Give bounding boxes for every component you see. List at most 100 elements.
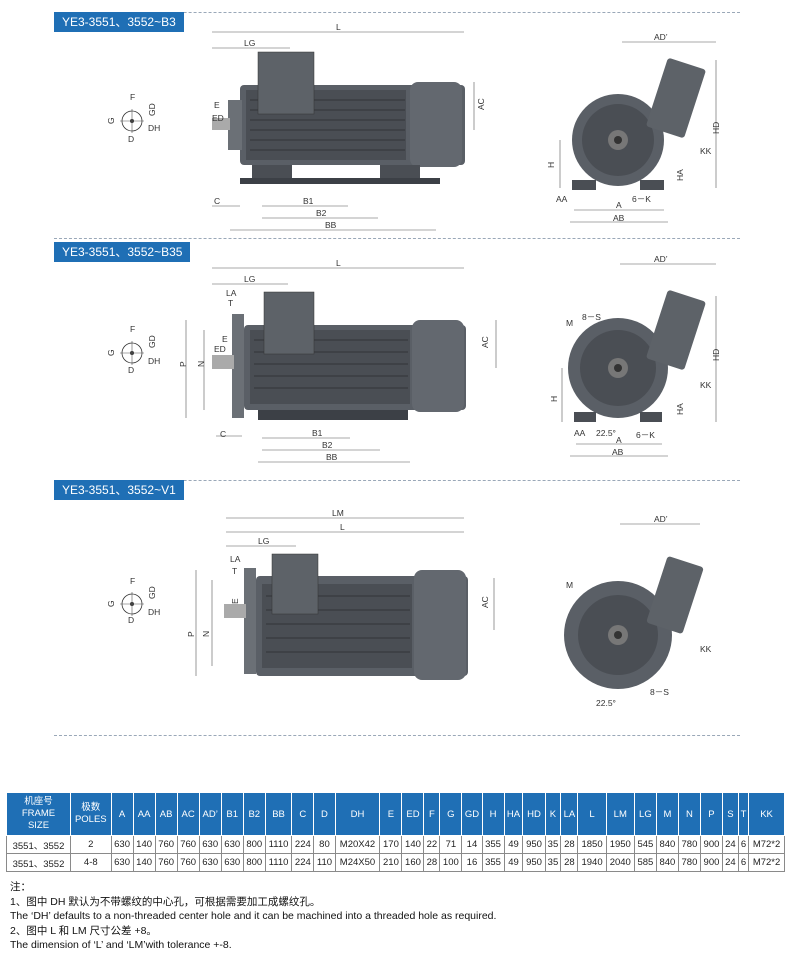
cell-value: 630: [110, 853, 134, 872]
dim-C: C: [220, 429, 226, 439]
dim-B1: B1: [303, 196, 314, 206]
shaft-section-icon: F GD G DH D: [106, 324, 160, 375]
header-25: N: [677, 792, 701, 836]
dim-E: E: [214, 100, 220, 110]
cell-value: 1850: [577, 835, 607, 854]
separator: [54, 480, 740, 481]
cell-value: 100: [439, 853, 463, 872]
dim-G: G: [106, 600, 116, 607]
cell-value: 49: [503, 835, 524, 854]
cell-value: M24X50: [334, 853, 381, 872]
header-20: LA: [560, 792, 579, 836]
dim-AC: AC: [480, 336, 490, 348]
dim-H: H: [549, 396, 559, 402]
header-7: BB: [264, 792, 293, 836]
cell-poles: 2: [70, 835, 112, 854]
cell-value: 28: [560, 853, 579, 872]
cell-frame: 3551、3552: [5, 853, 72, 872]
b3-drawing: F GD G DH D L LG E ED C B1 B2 BB AC: [106, 22, 721, 231]
dim-AA: AA: [556, 194, 568, 204]
dim-HA: HA: [675, 169, 685, 181]
dim-ED: ED: [214, 344, 226, 354]
dim-ADp: AD’: [654, 254, 668, 264]
header-17: HA: [503, 792, 524, 836]
cell-value: 140: [401, 835, 425, 854]
note-2-en: The dimension of ‘L’ and ‘LM’with tolera…: [10, 939, 232, 952]
cell-value: 900: [699, 835, 723, 854]
dim-LM: LM: [332, 508, 344, 518]
dim-LG: LG: [244, 38, 255, 48]
note-1-en: The ‘DH’ defaults to a non-threaded cent…: [10, 910, 497, 923]
cell-value: 80: [313, 835, 336, 854]
dim-T: T: [232, 566, 237, 576]
cell-value: 840: [655, 835, 679, 854]
dim-AA: AA: [574, 428, 586, 438]
dim-C: C: [214, 196, 220, 206]
dim-P: P: [186, 631, 196, 637]
dim-AC: AC: [476, 98, 486, 110]
cell-value: 355: [481, 853, 505, 872]
dim-ADp: AD’: [654, 514, 668, 524]
dim-D: D: [128, 615, 134, 625]
header-5: B1: [220, 792, 244, 836]
dim-ADp: AD’: [654, 32, 668, 42]
header-0: A: [110, 792, 134, 836]
cell-value: 49: [503, 853, 524, 872]
dim-DH: DH: [148, 356, 160, 366]
dim-KK: KK: [700, 644, 712, 654]
cell-value: 950: [522, 835, 546, 854]
cell-value: 780: [677, 853, 701, 872]
cell-value: 630: [198, 835, 222, 854]
cell-value: 71: [439, 835, 463, 854]
dim-HA: HA: [675, 403, 685, 415]
cell-value: 28: [560, 835, 579, 854]
cell-value: 2040: [605, 853, 635, 872]
dim-F: F: [130, 92, 135, 102]
header-10: DH: [334, 792, 381, 836]
dim-A: A: [616, 435, 622, 445]
dim-DH: DH: [148, 607, 160, 617]
dim-HD: HD: [711, 349, 721, 361]
dim-L: L: [336, 258, 341, 268]
cell-value: 545: [633, 835, 657, 854]
cell-value: 760: [176, 835, 200, 854]
dim-A: A: [616, 200, 622, 210]
header-4: AD’: [198, 792, 222, 836]
dim-S: 8－S: [582, 312, 601, 322]
dim-F: F: [130, 324, 135, 334]
header-12: ED: [401, 792, 425, 836]
dim-BB: BB: [326, 452, 338, 462]
separator: [54, 238, 740, 239]
dim-D: D: [128, 134, 134, 144]
header-29: KK: [748, 792, 785, 836]
header-23: LG: [633, 792, 657, 836]
motor-side-view: [224, 553, 468, 680]
section-tag-v1: YE3-3551、3552~V1: [54, 480, 184, 500]
dim-angle: 22.5°: [596, 428, 616, 438]
notes-title: 注：: [10, 881, 31, 893]
dim-KK: KK: [700, 380, 712, 390]
header-19: K: [544, 792, 562, 836]
dim-G: G: [106, 117, 116, 124]
dim-N: N: [201, 631, 211, 637]
cell-value: M72*2: [748, 853, 785, 872]
header-8: C: [291, 792, 315, 836]
cell-value: 140: [132, 835, 156, 854]
cell-value: 630: [220, 835, 244, 854]
cell-value: 585: [633, 853, 657, 872]
motor-front-view: [568, 290, 706, 422]
cell-value: 110: [313, 853, 336, 872]
v1-drawing: F GD G DH D LM L LG LA T E P N AC AD’: [106, 508, 712, 708]
dim-LA: LA: [230, 554, 241, 564]
header-22: LM: [605, 792, 635, 836]
header-27: S: [721, 792, 739, 836]
b35-drawing: F GD G DH D L LG LA T E ED P N C B1 B2 B…: [106, 254, 721, 463]
header-16: H: [481, 792, 505, 836]
cell-value: 28: [423, 853, 441, 872]
header-21: L: [577, 792, 607, 836]
dim-D: D: [128, 365, 134, 375]
notes: 注： 1、图中 DH 默认为不带螺纹的中心孔，可根据需要加工成螺纹孔。 The …: [10, 880, 496, 953]
cell-value: 630: [198, 853, 222, 872]
cell-value: 1940: [577, 853, 607, 872]
